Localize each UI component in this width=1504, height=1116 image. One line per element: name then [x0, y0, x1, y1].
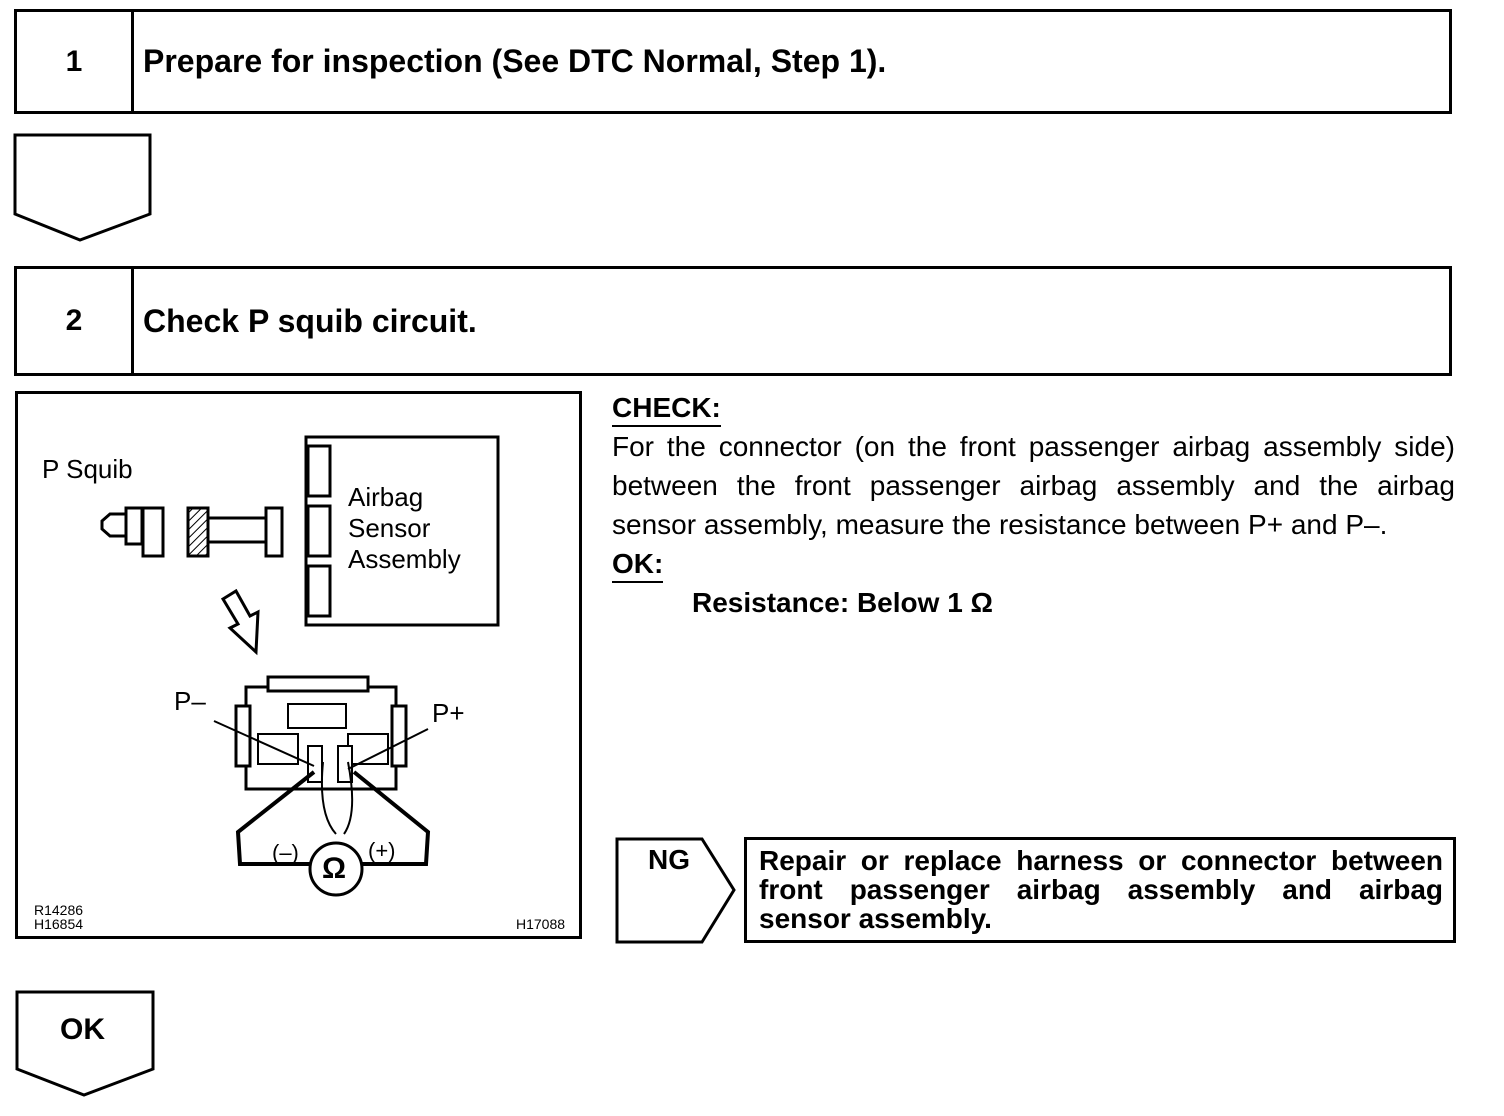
- figure-code-3: H17088: [516, 916, 566, 932]
- flow-down-arrow: [13, 133, 152, 242]
- figure-code-2: H16854: [34, 916, 84, 932]
- meter-plus-label: (+): [368, 838, 396, 863]
- step-title: Prepare for inspection (See DTC Normal, …: [143, 43, 887, 79]
- meter-minus-label: (–): [272, 840, 299, 865]
- connector-diagram: P Squib Airbag Sensor Assembly P– P+ (–)…: [15, 391, 582, 939]
- check-header: CHECK:: [612, 391, 721, 427]
- ok-label: OK: [60, 1013, 105, 1046]
- ng-label: NG: [648, 844, 690, 875]
- ng-action-box: Repair or replace harness or connector b…: [744, 837, 1456, 943]
- p-plus-label: P+: [432, 698, 465, 728]
- p-squib-label: P Squib: [42, 454, 133, 484]
- ok-criteria: Resistance: Below 1 Ω: [692, 587, 993, 618]
- ng-arrow: [615, 837, 736, 944]
- ohm-symbol: Ω: [322, 852, 347, 885]
- check-section: CHECK: For the connector (on the front p…: [612, 388, 1455, 622]
- ok-down-arrow: [15, 990, 155, 1097]
- ok-header: OK:: [612, 547, 664, 583]
- connector-illustration: [100, 435, 500, 897]
- step-1-header: 1 Prepare for inspection (See DTC Normal…: [14, 9, 1452, 114]
- check-instructions: For the connector (on the front passenge…: [612, 431, 1455, 540]
- step-title: Check P squib circuit.: [143, 302, 477, 339]
- sensor-label-line2: Sensor: [348, 513, 431, 543]
- sensor-label-line3: Assembly: [348, 544, 461, 574]
- p-minus-label: P–: [174, 686, 206, 716]
- step-number: 1: [17, 12, 134, 111]
- step-2-header: 2 Check P squib circuit.: [14, 266, 1452, 376]
- figure-code-1: R14286: [34, 902, 84, 918]
- step-number: 2: [17, 269, 134, 373]
- sensor-label-line1: Airbag: [348, 482, 424, 512]
